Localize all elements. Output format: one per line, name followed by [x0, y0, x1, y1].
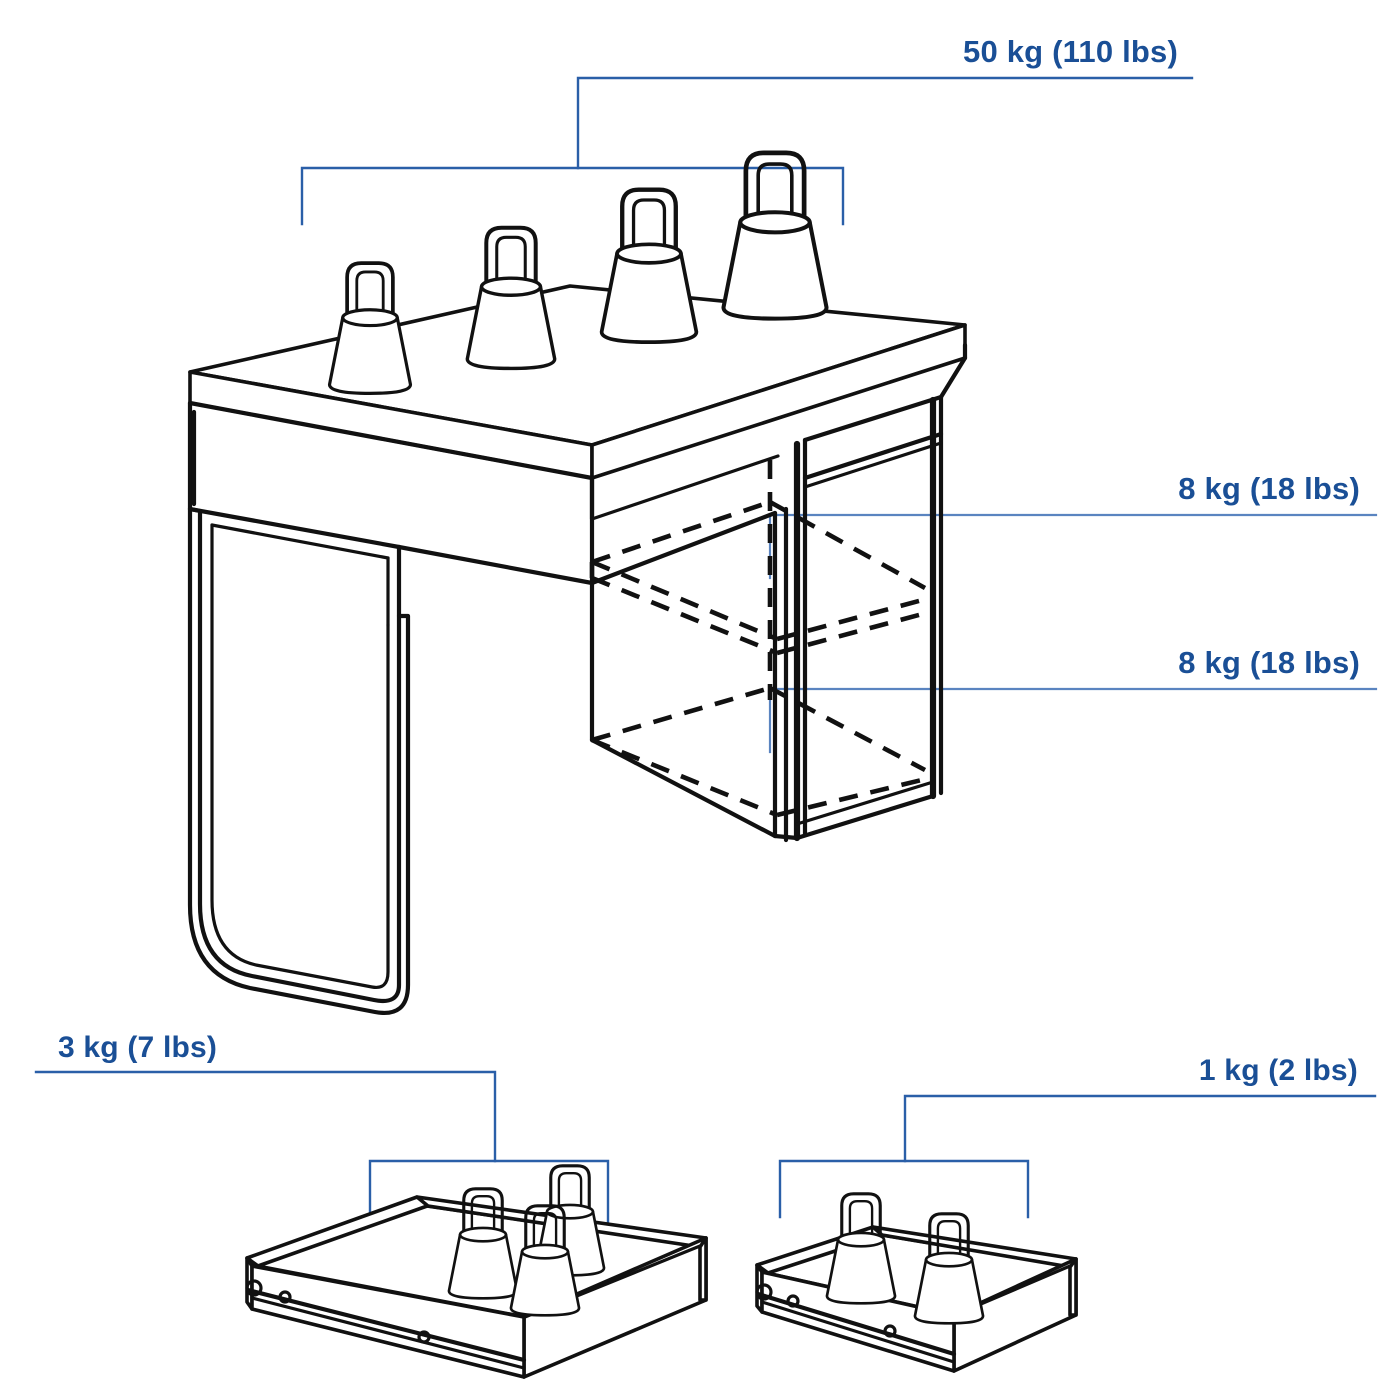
- pedestal-bottom-inner-edge: [795, 780, 935, 826]
- lower-shelf-leader: [768, 687, 1378, 754]
- apron-underside-line: [590, 454, 780, 521]
- annotation-desktop-capacity: 50 kg (110 lbs): [300, 34, 1194, 226]
- lower-shelf-front-right-edge: [776, 775, 931, 818]
- top-drawer-reveal-line: [803, 441, 943, 489]
- small-drawer-slide-stop: [786, 1294, 800, 1308]
- upper-shelf-thickness-front: [591, 575, 778, 656]
- sled-leg-inner-top: [210, 523, 390, 560]
- lower-shelf-capacity-label: 8 kg (18 lbs): [1178, 645, 1360, 680]
- small-drawer-front-right-corner: [1068, 1257, 1078, 1317]
- apron-bottom-line-right: [589, 510, 778, 586]
- pedestal-bottom-edge: [794, 793, 936, 841]
- calibration-weight: [723, 153, 826, 319]
- upper-shelf-hidden: [589, 499, 931, 656]
- calibration-weight: [327, 261, 413, 396]
- upper-shelf-front-right-edge: [776, 595, 931, 642]
- sled-leg-inner: [210, 523, 390, 990]
- top-drawer-upper-edge: [802, 394, 944, 443]
- sled-leg-outer: [187, 506, 411, 1015]
- calibration-weight: [913, 1212, 985, 1325]
- desktop-leader-stem: [576, 76, 1194, 170]
- upper-shelf-front-left-edge: [591, 559, 778, 642]
- annotation-small-drawer-capacity: 1 kg (2 lbs): [778, 1054, 1377, 1219]
- right-drawer-pedestal: [589, 342, 968, 843]
- small-drawer-slide-rail-2: [760, 1300, 956, 1364]
- lower-shelf-back-left-edge: [591, 685, 771, 743]
- apron-top-line: [187, 400, 595, 481]
- desk: [187, 153, 968, 1015]
- small-drawer-leader-stem: [903, 1094, 1377, 1163]
- desktop-capacity-label: 50 kg (110 lbs): [963, 34, 1178, 69]
- calibration-weight: [602, 190, 697, 342]
- small-drawer-slide-roller: [755, 1283, 773, 1301]
- small-drawer: [755, 1192, 1078, 1373]
- sled-leg-top-edge: [198, 509, 401, 549]
- upper-shelf-thickness-right: [776, 609, 931, 656]
- small-drawer-slide-stop-2: [883, 1324, 897, 1338]
- pedestal-top-right-chamfer: [938, 355, 968, 400]
- large-drawer-slide-rail-2: [250, 1296, 526, 1370]
- desktop-surface: [188, 284, 967, 480]
- calibration-weight: [465, 225, 557, 371]
- large-drawer: [245, 1164, 708, 1379]
- apron-bottom-line-left: [396, 544, 595, 586]
- lower-shelf-hidden: [591, 685, 931, 818]
- small-drawer-capacity-label: 1 kg (2 lbs): [1199, 1054, 1358, 1087]
- large-drawer-front-right-corner: [698, 1236, 708, 1302]
- large-drawer-slide-rail: [245, 1287, 527, 1363]
- small-drawer-leader-bracket: [778, 1159, 1030, 1219]
- upper-shelf-capacity-label: 8 kg (18 lbs): [1178, 471, 1360, 506]
- lower-shelf-front-left-edge: [591, 737, 778, 818]
- calibration-weight: [825, 1192, 897, 1305]
- annotation-large-drawer-capacity: 3 kg (7 lbs): [34, 1031, 610, 1224]
- pedestal-floor-front-edge: [589, 737, 778, 839]
- large-drawer-leader-bracket: [368, 1159, 610, 1224]
- pedestal-bottom-left-return: [772, 833, 800, 841]
- large-drawer-leader-stem: [34, 1070, 497, 1163]
- lower-shelf-back-right-edge: [768, 685, 927, 773]
- desktop-leader-bracket: [300, 166, 845, 226]
- large-drawer-slide-stop-2: [417, 1330, 431, 1344]
- large-drawer-slide-stop: [278, 1290, 292, 1304]
- annotation-upper-shelf-capacity: 8 kg (18 lbs): [768, 471, 1378, 580]
- top-drawer-lower-edge: [802, 431, 944, 481]
- large-drawer-slide-roller: [245, 1279, 263, 1297]
- large-drawer-capacity-label: 3 kg (7 lbs): [58, 1031, 217, 1064]
- left-sled-leg: [187, 506, 411, 1015]
- upper-shelf-leader: [768, 513, 1378, 580]
